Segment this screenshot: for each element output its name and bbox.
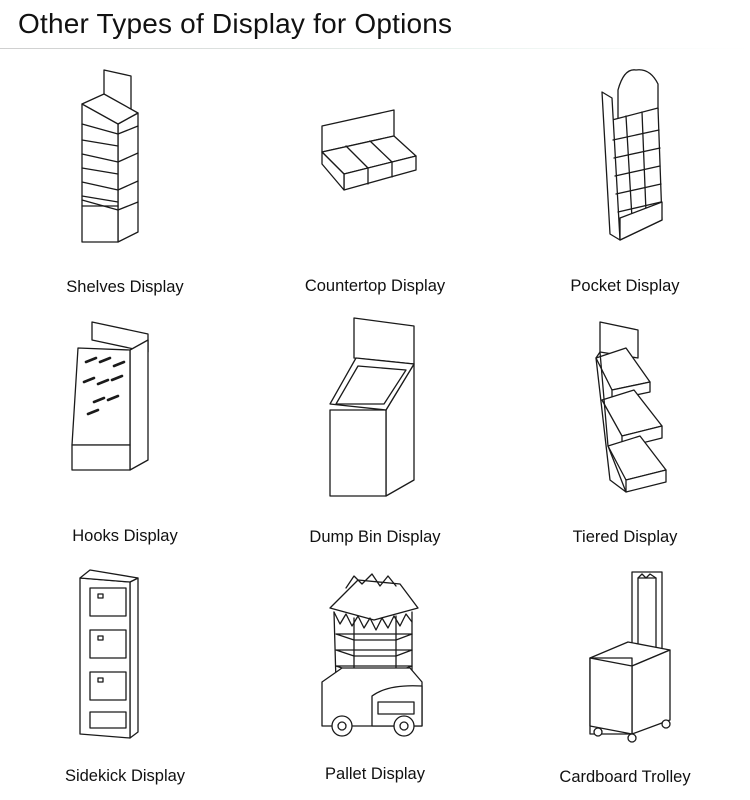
display-label: Sidekick Display (64, 767, 186, 785)
display-card-shelves: Shelves Display (0, 50, 250, 300)
display-label: Pallet Display (325, 765, 425, 783)
display-card-tiered: Tiered Display (500, 300, 750, 550)
pocket-display-icon (500, 50, 750, 300)
display-label: Hooks Display (72, 527, 178, 545)
display-card-countertop: Countertop Display (250, 50, 500, 300)
display-card-cardboard-trolley: Cardboard Trolley (500, 550, 750, 800)
display-card-hooks: Hooks Display (0, 300, 250, 550)
display-card-dump-bin: Dump Bin Display (250, 300, 500, 550)
sidekick-display-icon (0, 550, 250, 800)
display-label: Tiered Display (572, 528, 678, 546)
shelves-display-icon (0, 50, 250, 300)
display-card-pocket: Pocket Display (500, 50, 750, 300)
display-label: Pocket Display (570, 277, 680, 295)
cardboard-trolley-icon (500, 550, 750, 800)
countertop-display-icon (250, 50, 500, 300)
pallet-display-icon (250, 550, 500, 800)
hooks-display-icon (0, 300, 250, 550)
page-title: Other Types of Display for Options (18, 8, 453, 39)
title-divider (0, 48, 750, 49)
display-card-pallet: Pallet Display (250, 550, 500, 800)
display-label: Countertop Display (304, 277, 446, 295)
tiered-display-icon (500, 300, 750, 550)
dump-bin-display-icon (250, 300, 500, 550)
display-label: Cardboard Trolley (559, 768, 691, 786)
display-card-sidekick: Sidekick Display (0, 550, 250, 800)
display-label: Dump Bin Display (309, 528, 441, 546)
display-label: Shelves Display (66, 278, 184, 296)
